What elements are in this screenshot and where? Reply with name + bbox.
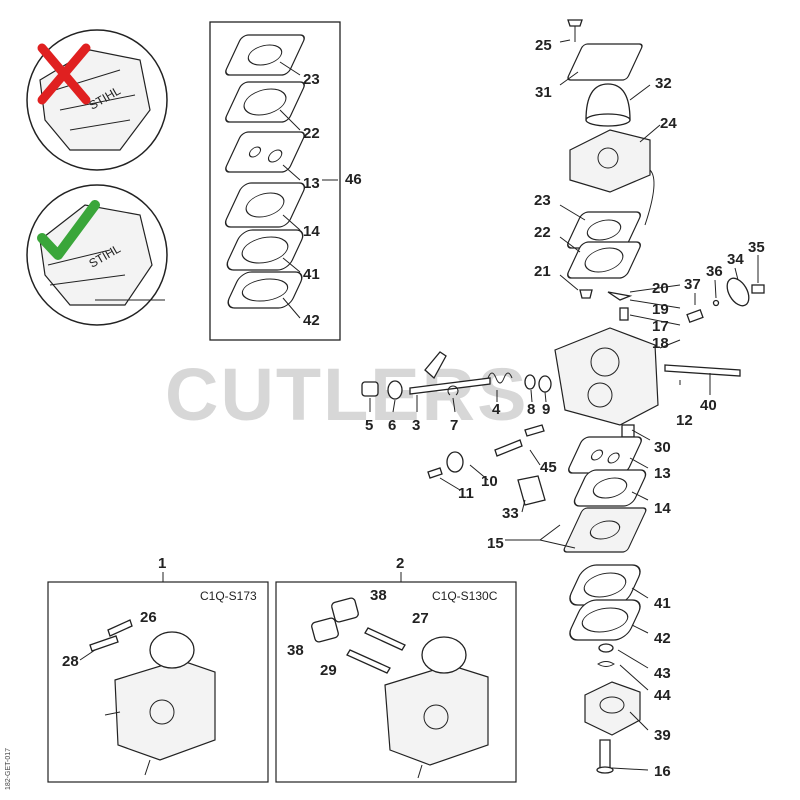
- callout-label: 12: [676, 412, 693, 429]
- callout-label: 15: [487, 535, 504, 552]
- callout-label: 32: [655, 75, 672, 92]
- side-code: 182-GET-017: [5, 748, 12, 790]
- callout-label: 33: [502, 505, 519, 522]
- callout-label: 37: [684, 276, 701, 293]
- callout-label: 24: [660, 115, 677, 132]
- variant-box-2: 2 C1Q-S130C 38 27 38 29: [275, 555, 517, 783]
- callout-label: 41: [303, 266, 320, 283]
- callout-label: 18: [652, 335, 669, 352]
- callout-label: 16: [654, 763, 671, 780]
- variant-model: C1Q-S130C: [432, 589, 498, 603]
- watermark: CUTLERS: [165, 353, 528, 436]
- green-check-icon: [37, 200, 100, 260]
- callout-label: 11: [458, 485, 474, 502]
- callout-label: 38: [370, 587, 387, 604]
- callout-label: 35: [748, 239, 765, 256]
- callout-label: 21: [534, 263, 551, 280]
- callout-label: 7: [450, 417, 458, 434]
- callout-label: 23: [303, 71, 320, 88]
- callout-label: 41: [654, 595, 671, 612]
- callout-label: 36: [706, 263, 723, 280]
- callout-label: 45: [540, 459, 557, 476]
- callout-label: 31: [535, 84, 552, 101]
- callout-label: 14: [303, 223, 320, 240]
- callout-label: 34: [727, 251, 744, 268]
- callout-label: 20: [652, 280, 669, 297]
- callout-label: 40: [700, 397, 717, 414]
- callout-label: 13: [654, 465, 671, 482]
- callout-label: 22: [303, 125, 320, 142]
- wrong-engine-circle: STIHL: [26, 29, 168, 171]
- variant-box-1: 1 C1Q-S173 26 28: [47, 555, 269, 783]
- callout-label: 46: [345, 171, 362, 188]
- callout-label: 42: [303, 312, 320, 329]
- red-cross-icon: [37, 43, 91, 105]
- callout-label: 19: [652, 301, 669, 318]
- callout-label: 9: [542, 401, 550, 418]
- callout-label: 13: [303, 175, 320, 192]
- callout-label: 4: [492, 401, 501, 418]
- callout-label: 26: [140, 609, 157, 626]
- callout-label: 29: [320, 662, 337, 679]
- callout-label: 25: [535, 37, 552, 54]
- callout-label: 8: [527, 401, 535, 418]
- main-exploded-view: 25 31 32 24 23 22 21 20 19 17 18 37 36 3…: [361, 19, 765, 780]
- callout-label: 27: [412, 610, 429, 627]
- correct-engine-circle: STIHL: [26, 184, 168, 326]
- callout-label: 28: [62, 653, 79, 670]
- callout-label: 39: [654, 727, 671, 744]
- callout-label: 10: [481, 473, 498, 490]
- callout-label: 22: [534, 224, 551, 241]
- callout-label: 30: [654, 439, 671, 456]
- callout-label: 6: [388, 417, 396, 434]
- callout-label: 42: [654, 630, 671, 647]
- callout-label: 43: [654, 665, 671, 682]
- callout-label: 14: [654, 500, 671, 517]
- callout-label: 44: [654, 687, 671, 704]
- variant-callout: 2: [396, 555, 404, 572]
- gasket-kit-box: 23 22 13 14 41 42 46: [209, 21, 362, 341]
- callout-label: 38: [287, 642, 304, 659]
- callout-label: 23: [534, 192, 551, 209]
- callout-label: 17: [652, 318, 669, 335]
- variant-callout: 1: [158, 555, 166, 572]
- callout-label: 3: [412, 417, 420, 434]
- variant-model: C1Q-S173: [200, 589, 257, 603]
- callout-label: 5: [365, 417, 373, 434]
